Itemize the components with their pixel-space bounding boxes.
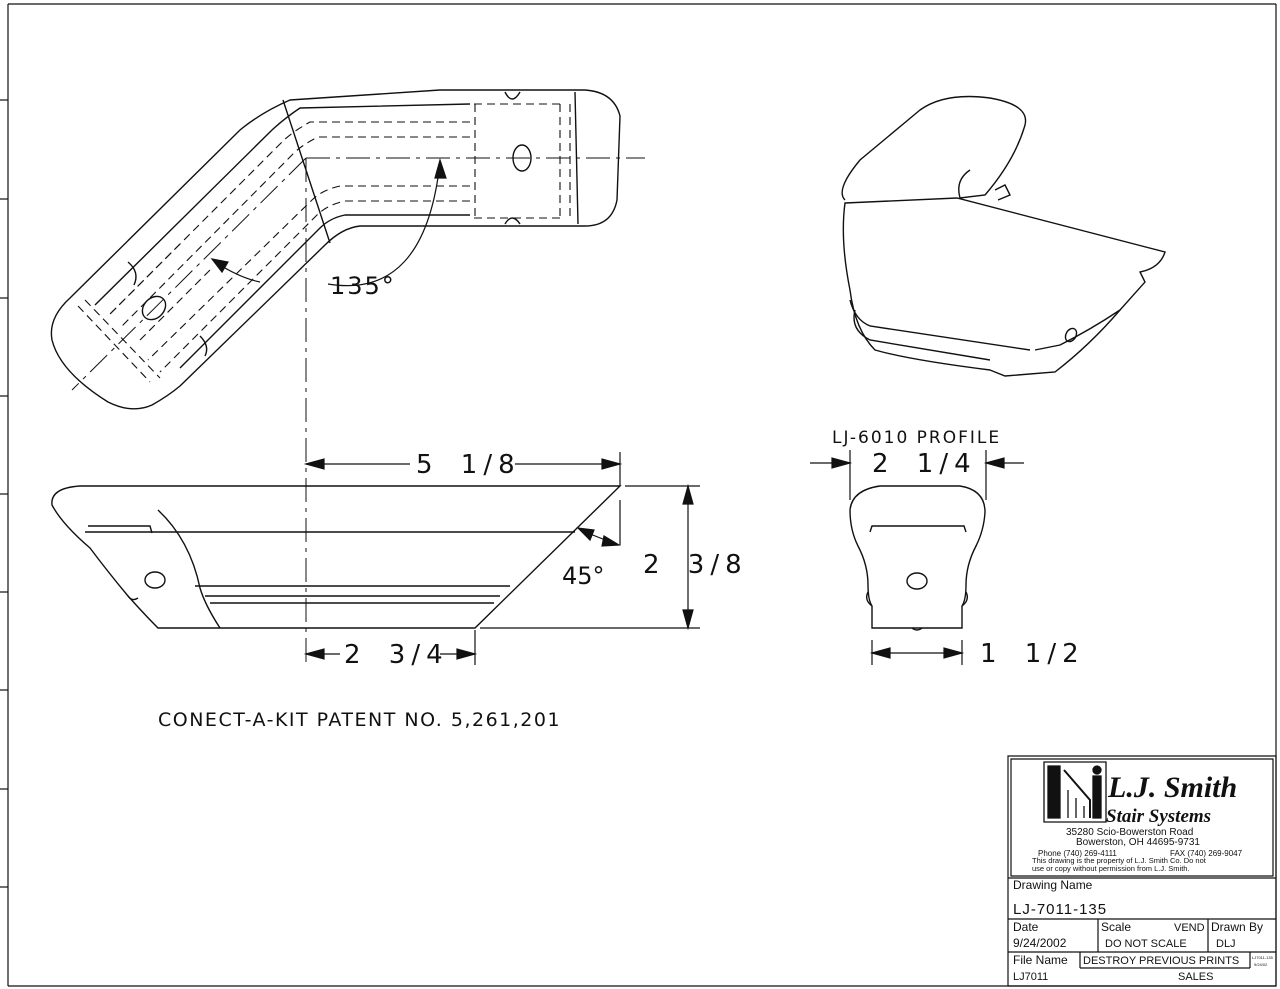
company-name: L.J. Smith — [1107, 771, 1237, 804]
phone-number: Phone (740) 269-4111 — [1038, 849, 1117, 858]
plan-centerlines — [72, 158, 645, 665]
file-name-value: LJ7011 — [1013, 971, 1048, 983]
profile-view — [850, 486, 985, 630]
title-block — [1008, 756, 1276, 986]
scale-value: DO NOT SCALE — [1105, 938, 1187, 950]
side-elevation — [52, 486, 620, 628]
stamp-code: LJ7011-135 — [1252, 955, 1274, 960]
property-notice-1: This drawing is the property of L.J. Smi… — [1032, 856, 1207, 865]
vend-label: VEND — [1174, 922, 1205, 934]
sheet-border — [0, 4, 1276, 986]
dimension-45: 45° — [562, 562, 605, 590]
date-label: Date — [1013, 920, 1039, 934]
dimension-2-3-4: 2 3/4 — [344, 640, 449, 670]
drawing-name-label: Drawing Name — [1013, 878, 1093, 892]
property-notice-2: use or copy without permission from L.J.… — [1032, 864, 1190, 873]
company-logo-icon — [1044, 762, 1106, 822]
profile-base-dimension: 1 1/2 — [980, 639, 1085, 669]
side-dimensions — [306, 452, 700, 665]
profile-title: LJ-6010 PROFILE — [832, 428, 1001, 448]
scale-label: Scale — [1101, 920, 1131, 934]
address-line1: 35280 Scio-Bowerston Road — [1066, 827, 1193, 838]
drawn-by-value: DLJ — [1216, 938, 1236, 950]
dimension-5-1-8: 5 1/8 — [416, 450, 521, 480]
profile-width-dimension: 2 1/4 — [872, 449, 977, 479]
isometric-view — [842, 97, 1165, 377]
angle-dimension-135 — [212, 160, 446, 286]
stamp-date: 9/24/02 — [1254, 962, 1268, 967]
drawing-name-value: LJ-7011-135 — [1013, 901, 1107, 918]
angle-135-label: 135° — [330, 272, 396, 300]
address-line2: Bowerston, OH 44695-9731 — [1076, 837, 1200, 848]
dimension-2-3-8: 2 3/8 — [643, 550, 748, 580]
destroy-prints-notice: DESTROY PREVIOUS PRINTS — [1083, 955, 1239, 967]
drawn-by-label: Drawn By — [1211, 920, 1263, 934]
department-value: SALES — [1178, 971, 1213, 983]
file-name-label: File Name — [1013, 953, 1068, 967]
company-subtitle: Stair Systems — [1106, 806, 1211, 827]
fax-number: FAX (740) 269-9047 — [1170, 849, 1243, 858]
date-value: 9/24/2002 — [1013, 936, 1067, 950]
patent-note: CONECT-A-KIT PATENT NO. 5,261,201 — [158, 709, 561, 731]
profile-dimensions — [810, 450, 1024, 665]
